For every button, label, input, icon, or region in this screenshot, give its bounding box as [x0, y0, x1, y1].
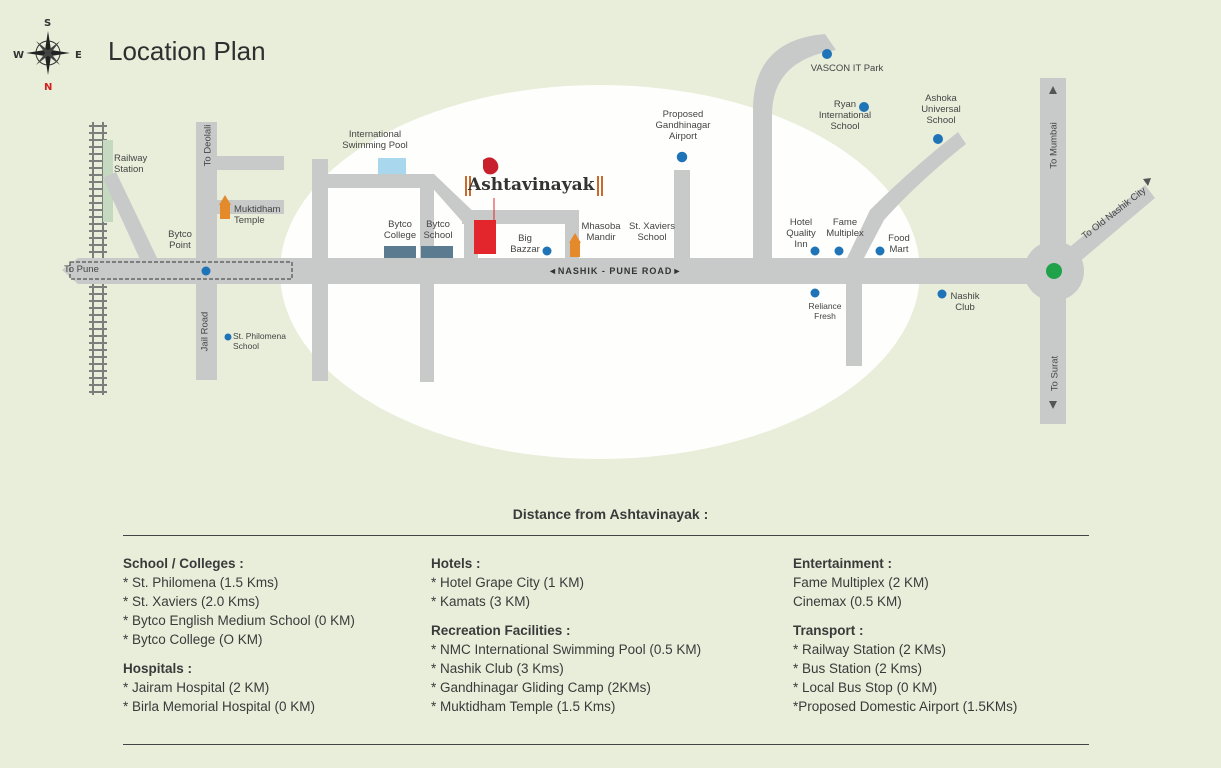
label-to-pune: To Pune [64, 264, 99, 275]
divider-top [123, 535, 1089, 536]
column-2: Hotels : * Hotel Grape City (1 KM) * Kam… [431, 554, 701, 726]
list-item: * Railway Station (2 KMs) [793, 642, 947, 657]
label-ashoka: Ashoka Universal School [921, 93, 961, 126]
section-heading: Entertainment : [793, 556, 893, 571]
label-nashik-club: Nashik Club [950, 291, 980, 313]
label-to-deolali: To Deolali [202, 124, 214, 167]
label-airport: Proposed Gandhinagar Airport [655, 109, 711, 142]
label-reliance: Reliance Fresh [808, 301, 842, 321]
compass-rose-icon [26, 31, 70, 75]
list-item: Fame Multiplex (2 KM) [793, 575, 929, 590]
list-item: * St. Xaviers (2.0 Kms) [123, 594, 260, 609]
section-heading: Transport : [793, 623, 864, 638]
section-schools: School / Colleges : * St. Philomena (1.5… [123, 554, 355, 649]
label-food-mart: Food Mart [888, 233, 910, 255]
list-item: * Bytco College (O KM) [123, 632, 263, 647]
label-nashik-pune-road: ◄NASHIK - PUNE ROAD► [548, 266, 683, 276]
to-pune-box [69, 261, 293, 280]
list-item: * St. Philomena (1.5 Kms) [123, 575, 279, 590]
section-hotels: Hotels : * Hotel Grape City (1 KM) * Kam… [431, 554, 701, 611]
section-recreation: Recreation Facilities : * NMC Internatio… [431, 621, 701, 716]
column-1: School / Colleges : * St. Philomena (1.5… [123, 554, 355, 726]
ashtavinayak-logo-icon [483, 157, 499, 175]
ashtavinayak-site [474, 220, 496, 254]
section-heading: Recreation Facilities : [431, 623, 571, 638]
distance-title: Distance from Ashtavinayak : [512, 506, 709, 522]
brand-name: Ashtavinayak [468, 175, 595, 195]
direction-arrows [1049, 86, 1151, 409]
arrow-up-icon [1049, 86, 1057, 94]
list-item: * Birla Memorial Hospital (0 KM) [123, 699, 316, 714]
page-title: Location Plan [108, 36, 266, 66]
label-ryan: Ryan International School [818, 99, 872, 132]
arrow-ne-icon [1143, 178, 1151, 186]
airport-icon [675, 150, 689, 164]
nashik-club-marker [937, 289, 947, 299]
label-vascon: VASCON IT Park [810, 63, 884, 74]
label-bytco-school: Bytco School [423, 219, 453, 241]
label-st-xaviers: St. Xaviers School [629, 221, 675, 243]
ryan-marker [859, 102, 869, 112]
location-markers [201, 49, 947, 341]
ashoka-marker [933, 134, 943, 144]
list-item: * NMC International Swimming Pool (0.5 K… [431, 642, 702, 657]
reliance-marker [810, 288, 820, 298]
label-railway-station: Railway Station [114, 153, 148, 175]
section-heading: Hospitals : [123, 661, 193, 676]
list-item: * Hotel Grape City (1 KM) [431, 575, 585, 590]
list-item: Cinemax (0.5 KM) [793, 594, 902, 609]
bytco-college-block [384, 246, 416, 258]
roundabout-center [1046, 263, 1062, 279]
section-transport: Transport : * Railway Station (2 KMs) * … [793, 621, 1017, 716]
label-bytco-point: Bytco Point [168, 229, 192, 251]
section-hospitals: Hospitals : * Jairam Hospital (2 KM) * B… [123, 659, 355, 716]
vascon-marker [822, 49, 832, 59]
label-mhasoba: Mhasoba Mandir [581, 221, 621, 243]
label-fame: Fame Multiplex [826, 217, 864, 239]
divider-bottom [123, 744, 1089, 745]
mhasoba-temple-icon [569, 233, 581, 257]
section-heading: Hotels : [431, 556, 481, 571]
column-3: Entertainment : Fame Multiplex (2 KM) Ci… [793, 554, 1017, 726]
list-item: * Bus Station (2 Kms) [793, 661, 923, 676]
list-item: * Muktidham Temple (1.5 Kms) [431, 699, 616, 714]
food-mart-marker [875, 246, 885, 256]
roads [62, 34, 1155, 424]
list-item: * Jairam Hospital (2 KM) [123, 680, 270, 695]
section-heading: School / Colleges : [123, 556, 244, 571]
list-item: * Kamats (3 KM) [431, 594, 531, 609]
compass-w: W [13, 50, 25, 61]
muktidham-temple-icon [219, 195, 231, 219]
fame-marker [834, 246, 844, 256]
label-jail-road: Jail Road [199, 311, 211, 352]
list-item: *Proposed Domestic Airport (1.5KMs) [793, 699, 1018, 714]
label-to-mumbai: To Mumbai [1048, 122, 1060, 169]
section-entertainment: Entertainment : Fame Multiplex (2 KM) Ci… [793, 554, 1017, 611]
label-hotel-quality: Hotel Quality Inn [786, 217, 816, 250]
label-muktidham: Muktidham Temple [234, 204, 281, 226]
label-big-bazzar: Big Bazzar [510, 233, 540, 255]
label-to-surat: To Surat [1049, 355, 1061, 392]
bytco-school-block [421, 246, 453, 258]
list-item: * Gandhinagar Gliding Camp (2KMs) [431, 680, 651, 695]
compass-s: S [44, 18, 52, 29]
st-philomena-marker [224, 333, 232, 341]
compass-n: N [44, 82, 53, 93]
label-swimming-pool: International Swimming Pool [342, 129, 408, 151]
label-st-philomena: St. Philomena School [233, 331, 286, 351]
arrow-down-icon [1049, 401, 1057, 409]
label-bytco-college: Bytco College [383, 219, 417, 241]
list-item: * Nashik Club (3 Kms) [431, 661, 564, 676]
list-item: * Bytco English Medium School (0 KM) [123, 613, 355, 628]
location-map [62, 34, 1155, 459]
bytco-point-marker [201, 266, 211, 276]
hotel-quality-marker [810, 246, 820, 256]
compass-e: E [75, 50, 82, 61]
swimming-pool-block [378, 158, 406, 174]
big-bazzar-marker [542, 246, 552, 256]
list-item: * Local Bus Stop (0 KM) [793, 680, 938, 695]
